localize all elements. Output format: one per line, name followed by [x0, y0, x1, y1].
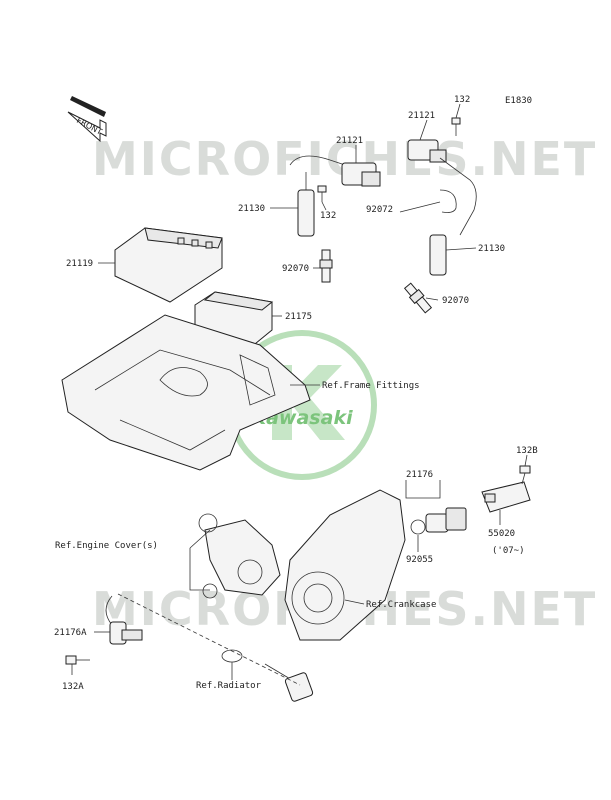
radiator-clamp	[221, 649, 243, 663]
label-21121-top: 21121	[408, 111, 435, 121]
label-132-top: 132	[454, 95, 470, 105]
label-132A: 132A	[62, 682, 84, 692]
label-ref-crankcase: Ref.Crankcase	[366, 600, 436, 610]
label-21130-right: 21130	[478, 244, 505, 254]
front-arrow-text: FRONT	[75, 116, 103, 137]
label-132B: 132B	[516, 446, 538, 456]
connector-plug	[264, 663, 314, 702]
sensor-21176A	[105, 595, 143, 645]
label-ref-radiator: Ref.Radiator	[196, 681, 262, 691]
label-21121-left: 21121	[336, 136, 363, 146]
ignition-coil-left	[289, 155, 381, 237]
bracket-55020	[481, 481, 531, 513]
frame-tray	[61, 314, 311, 471]
label-21176: 21176	[406, 470, 433, 480]
label-21119: 21119	[66, 259, 93, 269]
label-92055: 92055	[406, 555, 433, 565]
o-ring-engine	[202, 583, 218, 599]
label-92070-right: 92070	[442, 296, 469, 306]
label-21176A: 21176A	[54, 628, 87, 638]
label-07: ('07~)	[492, 546, 525, 556]
ignition-coil-right	[407, 139, 477, 276]
label-55020: 55020	[488, 529, 515, 539]
label-132-mid: 132	[320, 211, 336, 221]
label-ref-engine-cover: Ref.Engine Cover(s)	[55, 541, 158, 551]
label-21175: 21175	[285, 312, 312, 322]
ecu-21119	[114, 227, 223, 303]
crankcase	[284, 489, 406, 641]
label-92072: 92072	[366, 205, 393, 215]
dashed-wire-path	[117, 593, 301, 686]
spark-plug-right	[403, 282, 433, 314]
sensor-21176	[425, 507, 467, 533]
bolt-132B	[519, 465, 531, 485]
bolt-132-mid	[317, 185, 327, 202]
label-21130-left: 21130	[238, 204, 265, 214]
o-ring-92055	[410, 519, 426, 535]
front-arrow-icon: FRONT	[67, 96, 107, 143]
spark-plug-left	[319, 249, 333, 283]
leader-lines	[71, 103, 528, 680]
diagram-code: E1830	[505, 96, 532, 106]
engine-cover	[198, 513, 281, 596]
clamp-92072	[439, 189, 457, 213]
label-92070-left: 92070	[282, 264, 309, 274]
bolt-132A	[65, 655, 90, 665]
label-ref-frame: Ref.Frame Fittings	[322, 381, 420, 391]
